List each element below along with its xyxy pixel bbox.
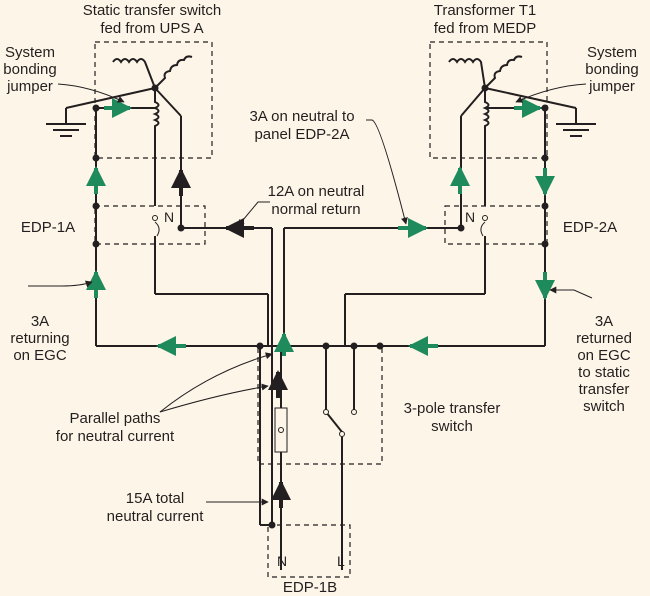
- ret-right-2: returned: [576, 330, 632, 347]
- parallel-1: Parallel paths: [70, 410, 161, 427]
- edp2a-label: EDP-2A: [563, 219, 617, 236]
- ret-right-1: 3A: [595, 313, 613, 330]
- ret-right-5: transfer: [579, 381, 630, 398]
- sbj-left-2: bonding: [3, 61, 56, 78]
- t1-wye-coils: [448, 55, 523, 228]
- t1-title-1: Transformer T1: [434, 2, 537, 19]
- right-bonding-and-ground: [484, 87, 596, 137]
- sbj-left-1: System: [5, 44, 55, 61]
- center-wiring: [256, 228, 384, 570]
- black-current-arrows: [171, 168, 291, 508]
- total-2: neutral current: [107, 508, 205, 525]
- edp1b-n-label: N: [277, 553, 287, 569]
- edp1a-label: EDP-1A: [21, 219, 75, 236]
- sbj-right-1: System: [587, 44, 637, 61]
- sts-title-2: fed from UPS A: [100, 20, 203, 37]
- ret-left-2: returning: [10, 330, 69, 347]
- transfer-switch-enclosure: [257, 345, 383, 465]
- edp1b-enclosure: [267, 524, 351, 578]
- three-a-neutral-2: panel EDP-2A: [254, 126, 349, 143]
- t1-title-2: fed from MEDP: [434, 20, 537, 37]
- pointer-lines: [28, 83, 593, 506]
- left-bonding-and-ground: [46, 87, 156, 137]
- edp1a-internals: [152, 215, 272, 295]
- edp2a-n-label: N: [465, 209, 475, 225]
- edp1b-label: EDP-1B: [283, 579, 337, 596]
- three-pole-2: switch: [431, 418, 473, 435]
- ret-left-1: 3A: [31, 313, 49, 330]
- green-current-arrows: [86, 98, 555, 356]
- twelve-a-2: normal return: [271, 201, 360, 218]
- edp1b-l-label: L: [337, 553, 345, 569]
- ret-right-3: on EGC: [577, 347, 631, 364]
- ret-left-3: on EGC: [13, 347, 67, 364]
- text-labels: Static transfer switch fed from UPS A Tr…: [3, 2, 638, 596]
- sts-enclosure: [94, 41, 213, 159]
- sts-title-1: Static transfer switch: [83, 2, 221, 19]
- total-1: 15A total: [126, 490, 184, 507]
- edp1a-enclosure: [94, 205, 206, 245]
- sbj-left-3: jumper: [6, 78, 53, 95]
- dashed-enclosures: [94, 41, 548, 578]
- sbj-right-2: bonding: [585, 61, 638, 78]
- parallel-2: for neutral current: [56, 428, 175, 445]
- edp2a-enclosure: [444, 205, 548, 245]
- edp1a-n-label: N: [164, 209, 174, 225]
- t1-enclosure: [429, 41, 548, 159]
- sbj-right-3: jumper: [588, 78, 635, 95]
- three-pole-1: 3-pole transfer: [404, 400, 501, 417]
- ret-right-6: switch: [583, 398, 625, 415]
- twelve-a-1: 12A on neutral: [268, 183, 365, 200]
- sts-wye-coils: [112, 55, 193, 228]
- three-a-neutral-1: 3A on neutral to: [249, 108, 354, 125]
- ret-right-4: to static: [578, 364, 630, 381]
- edp2a-internals: [284, 215, 488, 295]
